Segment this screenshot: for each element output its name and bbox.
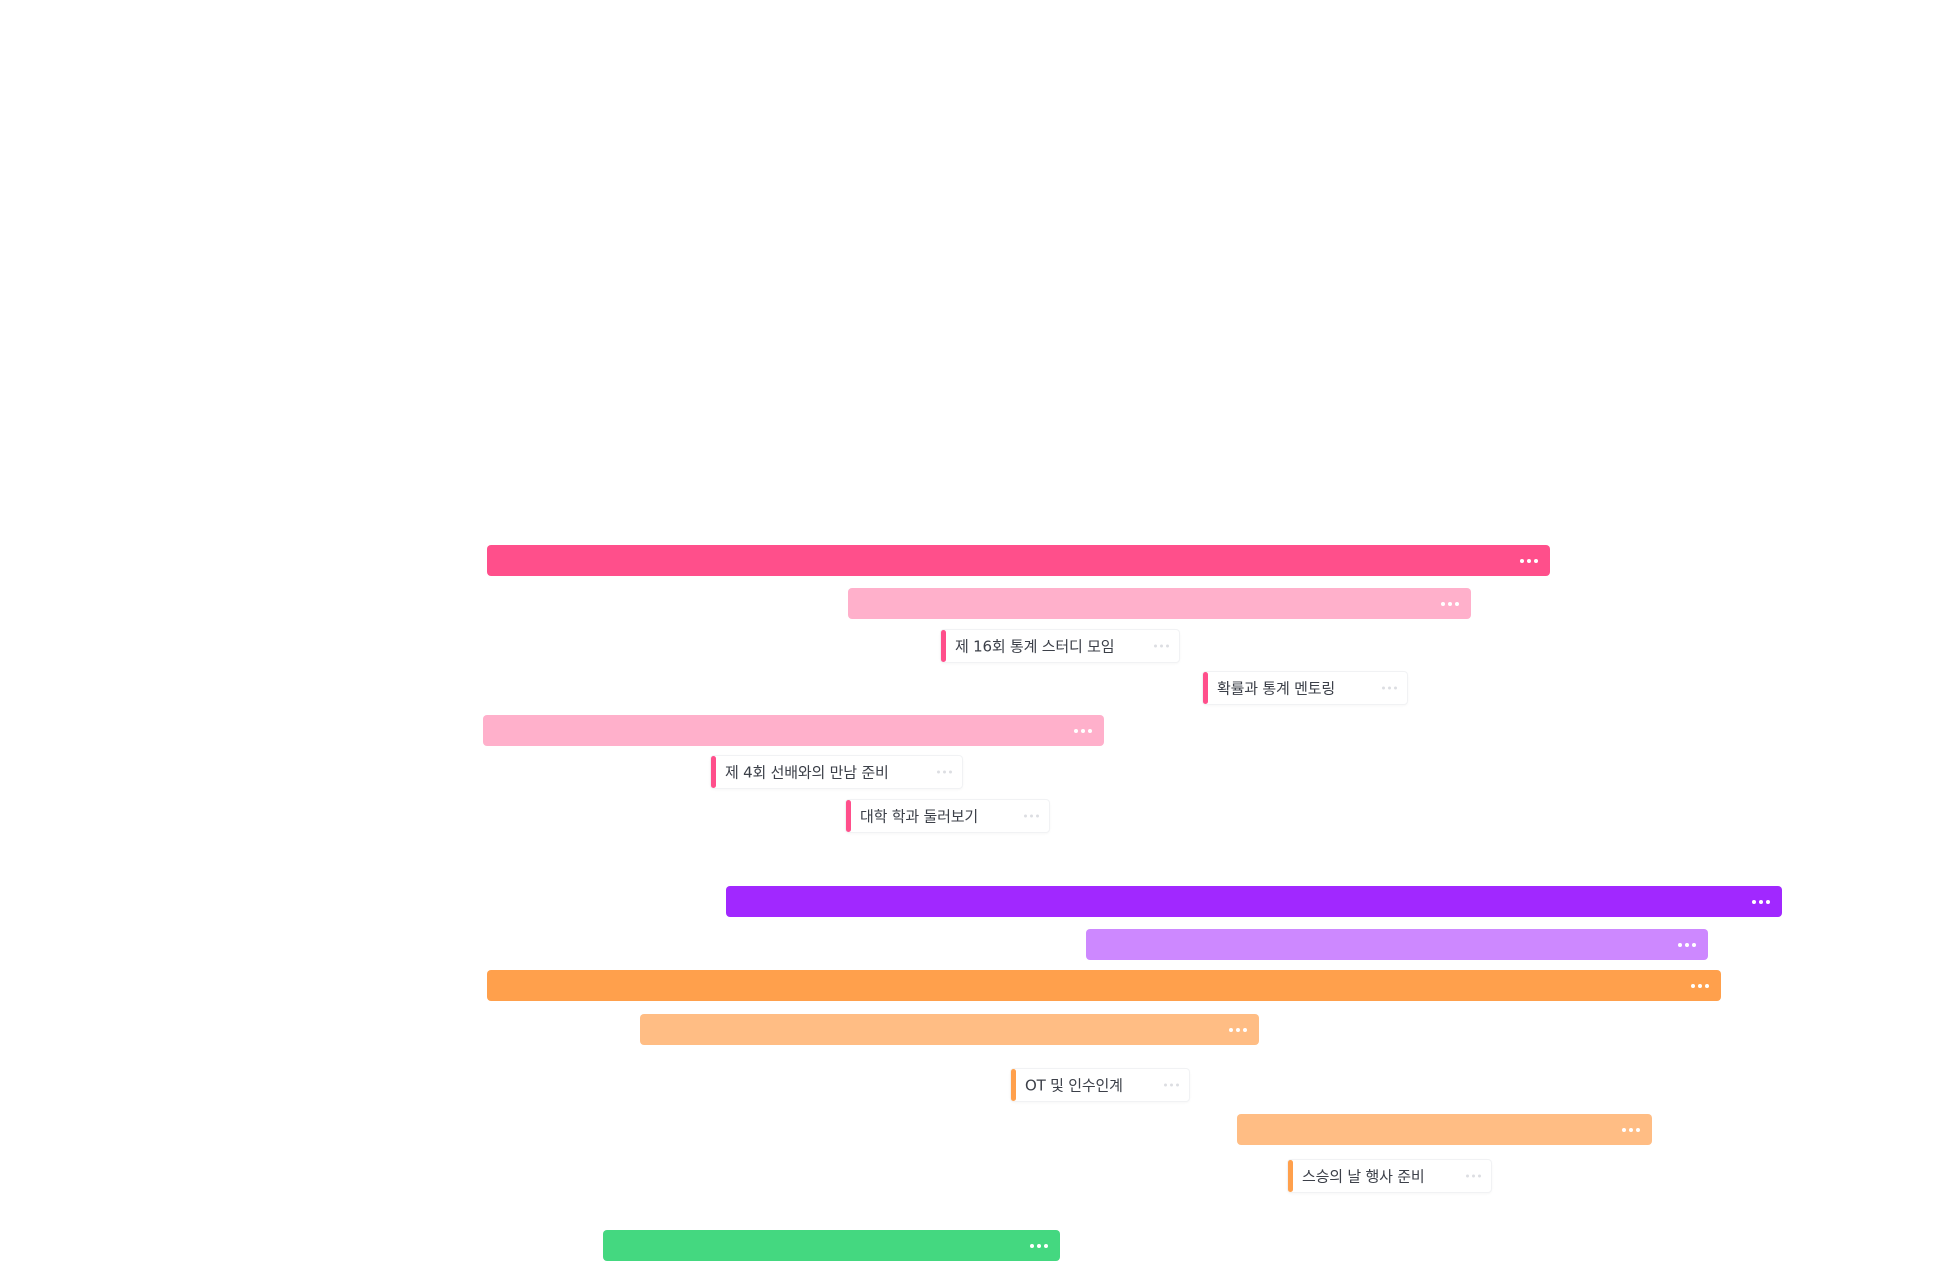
task-card-label: 대학 학과 둘러보기: [860, 807, 978, 826]
dot: [1678, 942, 1682, 947]
task-card-label: 스승의 날 행사 준비: [1302, 1167, 1425, 1186]
timeline-bar-pink[interactable]: [487, 545, 1550, 576]
dot: [1176, 1083, 1179, 1087]
card-color-accent: [711, 756, 716, 788]
timeline-bar-orange[interactable]: [487, 970, 1721, 1001]
dot: [1394, 686, 1397, 690]
dot: [1170, 1083, 1173, 1087]
more-horizontal-icon[interactable]: [1382, 686, 1397, 690]
more-horizontal-icon[interactable]: [1441, 601, 1459, 606]
dot: [1160, 644, 1163, 648]
more-horizontal-icon[interactable]: [1229, 1027, 1247, 1032]
more-horizontal-icon[interactable]: [1752, 899, 1770, 904]
dot: [1166, 644, 1169, 648]
dot: [1441, 601, 1445, 606]
more-horizontal-icon[interactable]: [1622, 1127, 1640, 1132]
dot: [1692, 942, 1696, 947]
dot: [1030, 1243, 1034, 1248]
dot: [1037, 1243, 1041, 1248]
dot: [1081, 728, 1085, 733]
timeline-bar-purple[interactable]: [726, 886, 1782, 917]
dot: [943, 770, 946, 774]
dot: [1705, 983, 1709, 988]
dot: [1534, 558, 1538, 563]
timeline-bar-purple-light[interactable]: [1086, 929, 1708, 960]
more-horizontal-icon[interactable]: [1024, 814, 1039, 818]
dot: [1685, 942, 1689, 947]
dot: [1036, 814, 1039, 818]
dot: [1044, 1243, 1048, 1248]
dot: [1478, 1174, 1481, 1178]
dot: [1382, 686, 1385, 690]
dot: [1629, 1127, 1633, 1132]
dot: [1236, 1027, 1240, 1032]
more-horizontal-icon[interactable]: [1520, 558, 1538, 563]
dot: [1472, 1174, 1475, 1178]
dot: [1691, 983, 1695, 988]
more-horizontal-icon[interactable]: [1678, 942, 1696, 947]
task-card[interactable]: 확률과 통계 멘토링: [1202, 671, 1408, 705]
dot: [1466, 1174, 1469, 1178]
dot: [1030, 814, 1033, 818]
task-card[interactable]: 제 16회 통계 스터디 모임: [940, 629, 1180, 663]
dot: [937, 770, 940, 774]
more-horizontal-icon[interactable]: [1074, 728, 1092, 733]
task-card[interactable]: 제 4회 선배와의 만남 준비: [710, 755, 963, 789]
dot: [1448, 601, 1452, 606]
timeline-bar-orange-light-1[interactable]: [640, 1014, 1259, 1045]
dot: [1388, 686, 1391, 690]
more-horizontal-icon[interactable]: [1154, 644, 1169, 648]
dot: [1455, 601, 1459, 606]
dot: [1622, 1127, 1626, 1132]
card-color-accent: [1203, 672, 1208, 704]
task-card[interactable]: 대학 학과 둘러보기: [845, 799, 1050, 833]
timeline-bar-pink-light-1[interactable]: [848, 588, 1471, 619]
dot: [1164, 1083, 1167, 1087]
timeline-bar-orange-light-2[interactable]: [1237, 1114, 1652, 1145]
task-card[interactable]: OT 및 인수인계: [1010, 1068, 1190, 1102]
more-horizontal-icon[interactable]: [1691, 983, 1709, 988]
more-horizontal-icon[interactable]: [937, 770, 952, 774]
card-color-accent: [1011, 1069, 1016, 1101]
dot: [1154, 644, 1157, 648]
dot: [949, 770, 952, 774]
dot: [1243, 1027, 1247, 1032]
dot: [1229, 1027, 1233, 1032]
task-card-label: 제 4회 선배와의 만남 준비: [725, 763, 889, 782]
task-card-label: 확률과 통계 멘토링: [1217, 679, 1335, 698]
card-color-accent: [846, 800, 851, 832]
dot: [1074, 728, 1078, 733]
more-horizontal-icon[interactable]: [1164, 1083, 1179, 1087]
dot: [1698, 983, 1702, 988]
dot: [1636, 1127, 1640, 1132]
timeline-bar-pink-light-2[interactable]: [483, 715, 1104, 746]
dot: [1759, 899, 1763, 904]
dot: [1527, 558, 1531, 563]
dot: [1520, 558, 1524, 563]
task-card[interactable]: 스승의 날 행사 준비: [1287, 1159, 1492, 1193]
dot: [1088, 728, 1092, 733]
more-horizontal-icon[interactable]: [1030, 1243, 1048, 1248]
timeline-bar-green[interactable]: [603, 1230, 1060, 1261]
task-card-label: OT 및 인수인계: [1025, 1076, 1123, 1095]
task-card-label: 제 16회 통계 스터디 모임: [955, 637, 1115, 656]
dot: [1752, 899, 1756, 904]
card-color-accent: [941, 630, 946, 662]
more-horizontal-icon[interactable]: [1466, 1174, 1481, 1178]
dot: [1766, 899, 1770, 904]
card-color-accent: [1288, 1160, 1293, 1192]
dot: [1024, 814, 1027, 818]
